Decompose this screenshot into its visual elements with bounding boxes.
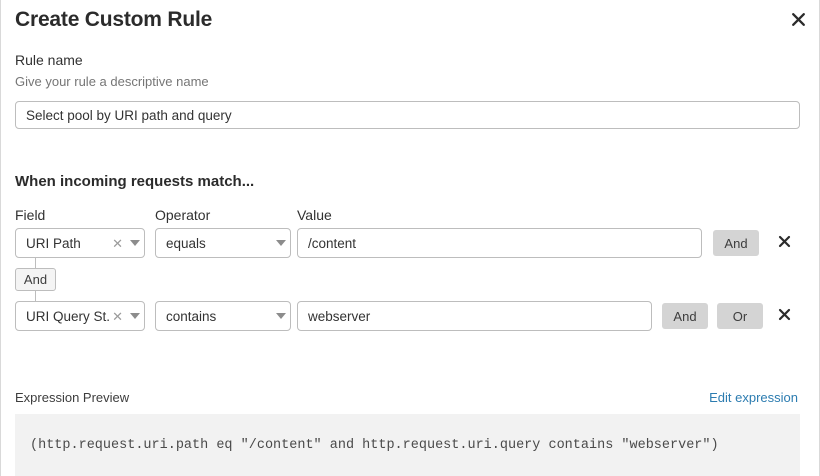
edit-expression-link[interactable]: Edit expression xyxy=(709,390,798,405)
and-button-1[interactable]: And xyxy=(662,303,708,329)
match-section-heading: When incoming requests match... xyxy=(15,173,255,190)
chevron-down-icon[interactable] xyxy=(126,313,144,319)
operator-select-value-0: equals xyxy=(166,235,206,251)
value-input-1[interactable] xyxy=(297,301,652,331)
condition-row: URI Query St... ✕ contains And Or xyxy=(1,301,820,331)
clear-icon[interactable]: ✕ xyxy=(112,308,123,324)
chevron-down-icon[interactable] xyxy=(126,240,144,246)
rule-name-label: Rule name xyxy=(15,52,83,68)
operator-select-0[interactable]: equals xyxy=(155,228,291,258)
condition-row: URI Path ✕ equals And xyxy=(1,228,820,258)
rule-name-input[interactable] xyxy=(15,101,800,129)
expression-preview-label: Expression Preview xyxy=(15,390,130,405)
expression-preview-text: (http.request.uri.path eq "/content" and… xyxy=(30,437,719,453)
or-button-1[interactable]: Or xyxy=(717,303,763,329)
value-input-0[interactable] xyxy=(297,228,702,258)
field-select-1[interactable]: URI Query St... ✕ xyxy=(15,301,145,331)
column-header-operator: Operator xyxy=(155,207,211,223)
chevron-down-icon[interactable] xyxy=(272,313,290,319)
connector-line-bottom xyxy=(35,290,36,301)
page-title: Create Custom Rule xyxy=(15,8,213,31)
close-icon xyxy=(778,235,791,251)
field-select-value-0: URI Path xyxy=(26,235,81,251)
delete-row-button-1[interactable] xyxy=(771,303,797,329)
close-icon xyxy=(778,308,791,324)
close-button[interactable] xyxy=(785,6,811,32)
field-select-0[interactable]: URI Path ✕ xyxy=(15,228,145,258)
column-header-value: Value xyxy=(297,207,332,223)
clear-icon[interactable]: ✕ xyxy=(112,235,123,251)
operator-select-value-1: contains xyxy=(166,308,217,324)
delete-row-button-0[interactable] xyxy=(771,230,797,256)
and-button-0[interactable]: And xyxy=(713,230,759,256)
expression-preview-box: (http.request.uri.path eq "/content" and… xyxy=(15,414,800,476)
row-connector-and-badge[interactable]: And xyxy=(15,268,56,291)
close-icon xyxy=(791,12,806,27)
field-select-value-1: URI Query St... xyxy=(26,308,110,324)
rule-name-hint: Give your rule a descriptive name xyxy=(15,74,209,89)
column-header-field: Field xyxy=(15,207,46,223)
connector-line-top xyxy=(35,258,36,269)
chevron-down-icon[interactable] xyxy=(272,240,290,246)
operator-select-1[interactable]: contains xyxy=(155,301,291,331)
